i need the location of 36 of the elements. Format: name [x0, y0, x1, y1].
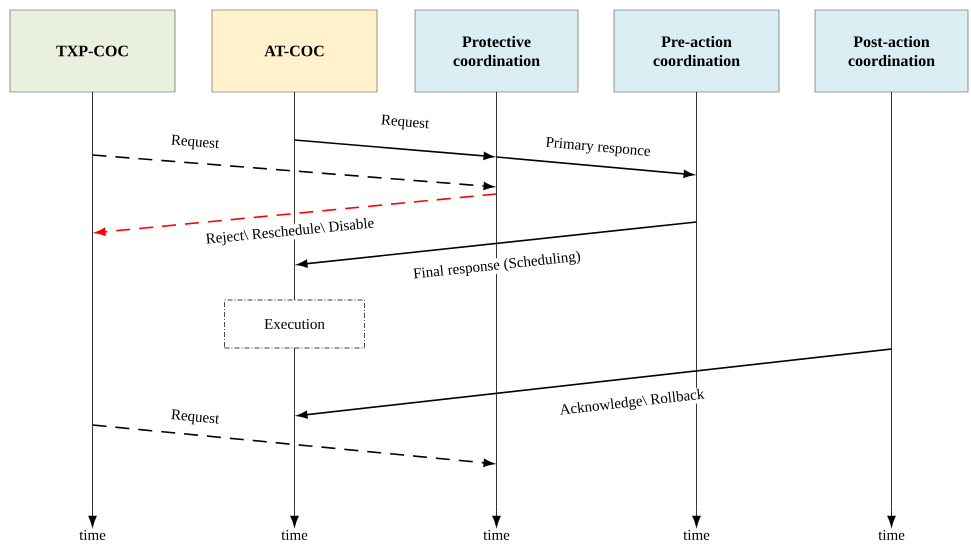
message-arrow	[297, 221, 697, 268]
edge-label: Final response (Scheduling)	[412, 249, 582, 283]
lifeline	[294, 92, 295, 300]
message-arrow	[92, 154, 494, 190]
lifeline-header: AT-COC	[212, 10, 378, 92]
message-arrow	[297, 348, 892, 419]
time-label: time	[683, 530, 710, 540]
lifeline-header: TXP-COC	[10, 10, 176, 92]
lifeline	[696, 92, 697, 506]
message-arrow	[95, 193, 497, 236]
lifeline-header: Protective coordination	[414, 10, 578, 92]
time-label: time	[79, 530, 106, 540]
message-arrow	[496, 156, 694, 178]
lifeline	[891, 92, 892, 506]
execution-box: Execution	[224, 300, 365, 348]
message-arrow	[294, 139, 494, 160]
time-label: time	[483, 530, 510, 540]
lifeline	[496, 92, 497, 506]
time-arrow	[88, 506, 97, 528]
edge-label: Acknowledge\ Rollback	[558, 387, 706, 419]
lifeline	[294, 348, 295, 506]
edge-label: Request	[169, 408, 221, 428]
lifeline	[92, 92, 93, 506]
edge-label: Reject\ Reschedule\ Disable	[204, 216, 376, 248]
lifeline-header: Post-action coordination	[814, 10, 968, 92]
edge-label: Request	[379, 113, 431, 133]
time-label: time	[878, 530, 904, 540]
time-arrow	[492, 506, 501, 528]
lifeline-header: Pre-action coordination	[614, 10, 780, 92]
time-label: time	[281, 530, 308, 540]
time-arrow	[887, 506, 896, 528]
time-arrow	[692, 506, 701, 528]
edge-label: Request	[169, 134, 221, 152]
time-arrow	[290, 506, 299, 528]
message-arrow	[92, 424, 494, 467]
edge-label: Primary responce	[544, 136, 652, 160]
